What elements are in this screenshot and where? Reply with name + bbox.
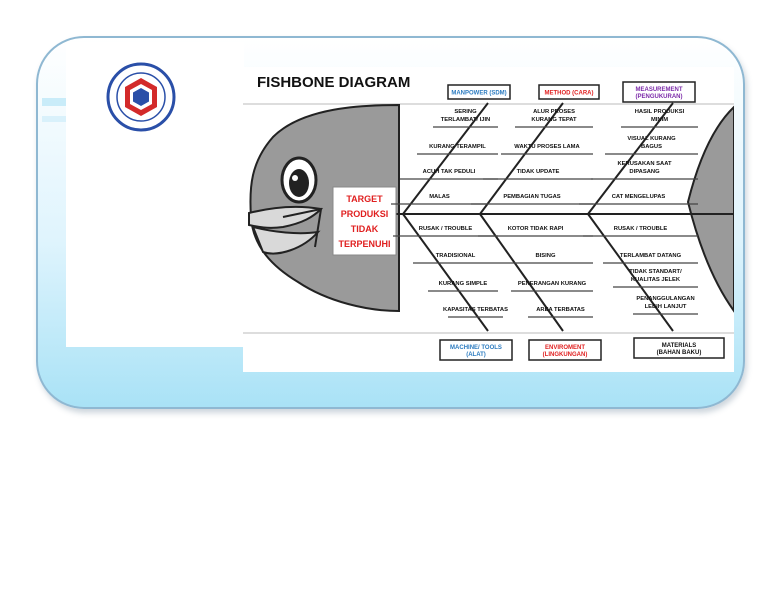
diagram-title: FISHBONE DIAGRAM <box>257 74 410 91</box>
cause-item: KERUSAKAN SAAT DIPASANG <box>591 161 698 180</box>
category-box: MATERIALS(BAHAN BAKU) <box>633 337 725 359</box>
target-box <box>332 186 397 256</box>
cause-item: PEMBAGIAN TUGAS <box>471 194 593 205</box>
cause-label: RUSAK / TROUBLE <box>419 226 473 232</box>
cause-label: PENANGGULANGAN <box>636 296 694 302</box>
cause-item: RUSAK / TROUBLE <box>393 226 498 237</box>
category-label: MANPOWER (SDM) <box>451 91 506 97</box>
target-line: TARGET <box>346 194 383 204</box>
cause-label: ALUR PROSES <box>533 109 575 115</box>
cause-item: ACUH TAK PEDULI <box>400 169 498 180</box>
cause-item: TRADISIONAL <box>413 253 498 264</box>
bone-measurement <box>587 102 674 215</box>
cause-label: KAPASITAS TERBATAS <box>443 307 508 313</box>
cause-label: KURANG SIMPLE <box>439 281 488 287</box>
cause-label: KURANG TERAMPIL <box>429 144 486 150</box>
cause-label: TIDAK UPDATE <box>517 169 560 175</box>
bone-environment <box>479 213 564 332</box>
category-label: (ALAT) <box>466 352 486 358</box>
cause-item: AREA TERBATAS <box>528 307 593 318</box>
cause-label: DIPASANG <box>629 169 660 175</box>
category-box: METHOD (CARA) <box>538 84 600 100</box>
target-label: TARGET PRODUKSI TIDAK TERPENUHI <box>338 194 390 249</box>
bone-method <box>479 102 564 215</box>
target-line: TERPENUHI <box>338 239 390 249</box>
cause-label: ACUH TAK PEDULI <box>423 169 476 175</box>
cause-label: TIDAK STANDART/ <box>629 269 682 275</box>
cause-item: TERLAMBAT DATANG <box>603 253 698 264</box>
cause-label: TRADISIONAL <box>436 253 476 259</box>
cause-label: TERLAMBAT/ IJIN <box>441 117 491 123</box>
category-label: ENVIROMENT <box>545 345 585 351</box>
category-box: MACHINE/ TOOLS(ALAT) <box>439 339 513 361</box>
category-box: MANPOWER (SDM) <box>447 84 511 100</box>
cause-item: KOTOR TIDAK RAPI <box>478 226 593 237</box>
cause-item: BISING <box>498 253 593 264</box>
category-label: (PENGUKURAN) <box>636 94 683 100</box>
cause-label: TERLAMBAT DATANG <box>620 253 682 259</box>
target-line: TIDAK <box>351 224 379 234</box>
cause-label: KUALITAS JELEK <box>631 277 681 283</box>
cause-item: HASIL PRODUKSI MINIM <box>621 109 698 128</box>
fish-shape <box>248 103 735 315</box>
category-label: MEASUREMENT <box>635 87 682 93</box>
cause-label: BISING <box>536 253 556 259</box>
cause-item: CAT MENGELUPAS <box>579 194 698 205</box>
category-box: MEASUREMENT(PENGUKURAN) <box>622 81 696 103</box>
category-box: ENVIROMENT(LINGKUNGAN) <box>528 339 602 361</box>
category-label: (LINGKUNGAN) <box>543 352 588 358</box>
category-label: MACHINE/ TOOLS <box>450 345 502 351</box>
company-logo <box>106 62 176 132</box>
cause-item: RUSAK / TROUBLE <box>583 226 698 237</box>
cause-label: RUSAK / TROUBLE <box>614 226 668 232</box>
cause-item: VISUAL KURANG BAGUS <box>605 136 698 155</box>
cause-label: MALAS <box>429 194 450 200</box>
category-label: METHOD (CARA) <box>545 91 594 97</box>
cause-label: WAKTU PROSES LAMA <box>514 144 580 150</box>
cause-item: ALUR PROSES KURANG TEPAT <box>515 109 593 128</box>
cause-label: KERUSAKAN SAAT <box>618 161 672 167</box>
cause-item: TIDAK STANDART/KUALITAS JELEK <box>613 269 698 288</box>
target-line: PRODUKSI <box>341 209 389 219</box>
cause-label: PENERANGAN KURANG <box>518 281 587 287</box>
cause-item: SERING TERLAMBAT/ IJIN <box>433 109 498 128</box>
cause-item: KAPASITAS TERBATAS <box>443 307 508 318</box>
cause-label: AREA TERBATAS <box>536 307 585 313</box>
bone-machine <box>402 213 489 332</box>
cause-label: KURANG TEPAT <box>531 117 577 123</box>
category-label: (BAHAN BAKU) <box>657 350 702 356</box>
cause-label: VISUAL KURANG <box>627 136 676 142</box>
cause-item: PENANGGULANGAN LEBIH LANJUT <box>633 296 698 315</box>
bone-manpower <box>402 102 489 215</box>
cause-item: PENERANGAN KURANG <box>511 281 593 292</box>
cause-label: PEMBAGIAN TUGAS <box>503 194 560 200</box>
cause-item: KURANG TERAMPIL <box>417 144 498 155</box>
cause-label: SERING <box>454 109 477 115</box>
category-label: MATERIALS <box>662 343 697 349</box>
cause-item: KURANG SIMPLE <box>428 281 498 292</box>
cause-item: MALAS <box>391 194 488 205</box>
cause-label: MINIM <box>651 117 668 123</box>
cause-label: KOTOR TIDAK RAPI <box>508 226 564 232</box>
cause-label: CAT MENGELUPAS <box>612 194 666 200</box>
cause-item: TIDAK UPDATE <box>483 169 593 180</box>
cause-label: BAGUS <box>641 144 662 150</box>
cause-label: LEBIH LANJUT <box>645 304 687 310</box>
bone-materials <box>587 213 674 332</box>
cause-item: WAKTU PROSES LAMA <box>501 144 593 155</box>
cause-label: HASIL PRODUKSI <box>635 109 685 115</box>
